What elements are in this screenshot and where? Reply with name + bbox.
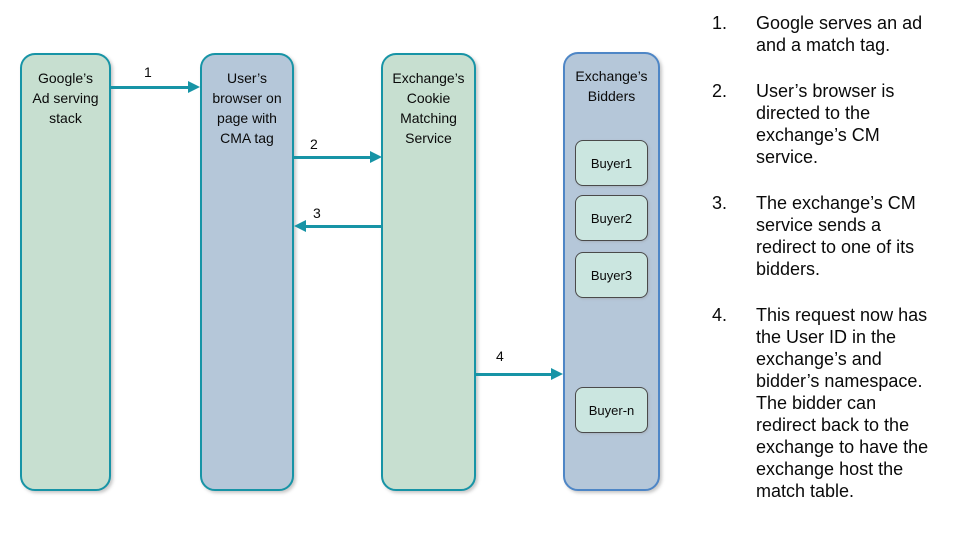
step-item-2: 2. User’s browser is directed to the exc… xyxy=(712,80,958,168)
buyer-n-label: Buyer-n xyxy=(588,402,635,418)
buyer2-label: Buyer2 xyxy=(590,210,633,226)
step-item-3: 3. The exchange’s CM service sends a red… xyxy=(712,192,958,280)
arrow-4-label: 4 xyxy=(496,348,504,364)
node-google-ad-serving-stack: Google’s Ad serving stack xyxy=(20,53,111,491)
node-exchange-bidders: Exchange’s Bidders Buyer1 Buyer2 Buyer3 … xyxy=(563,52,660,491)
arrow-1-line xyxy=(111,86,190,89)
buyer3-label: Buyer3 xyxy=(590,267,633,283)
buyer1-label: Buyer1 xyxy=(590,155,633,171)
arrow-3-head-icon xyxy=(294,220,306,232)
buyer1-box: Buyer1 xyxy=(575,140,648,186)
arrow-4 xyxy=(475,368,563,380)
step-4-number: 4. xyxy=(712,305,728,325)
arrow-2-head-icon xyxy=(370,151,382,163)
arrow-3-line xyxy=(304,225,382,228)
arrow-4-line xyxy=(475,373,553,376)
node-user-browser: User’s browser on page with CMA tag xyxy=(200,53,294,491)
arrow-1 xyxy=(111,81,200,93)
buyer3-box: Buyer3 xyxy=(575,252,648,298)
step-2-text: User’s browser is directed to the exchan… xyxy=(756,81,895,167)
step-4-text: This request now has the User ID in the … xyxy=(756,305,929,501)
arrow-1-label: 1 xyxy=(144,64,152,80)
step-3-text: The exchange’s CM service sends a redire… xyxy=(756,193,916,279)
node-google-label: Google’s Ad serving stack xyxy=(32,70,99,126)
buyer2-box: Buyer2 xyxy=(575,195,648,241)
step-item-1: 1. Google serves an ad and a match tag. xyxy=(712,12,958,56)
step-2-number: 2. xyxy=(712,81,728,101)
arrow-2-line xyxy=(294,156,372,159)
arrow-4-head-icon xyxy=(551,368,563,380)
step-1-text: Google serves an ad and a match tag. xyxy=(756,13,923,55)
buyer-n-box: Buyer-n xyxy=(575,387,648,433)
node-exchange-cm-label: Exchange’s Cookie Matching Service xyxy=(392,70,465,146)
node-exchange-bidders-label: Exchange’s Bidders xyxy=(575,68,648,104)
step-item-4: 4. This request now has the User ID in t… xyxy=(712,304,958,502)
node-user-browser-label: User’s browser on page with CMA tag xyxy=(212,70,282,146)
step-1-number: 1. xyxy=(712,13,728,33)
arrow-2 xyxy=(294,151,382,163)
step-3-number: 3. xyxy=(712,193,728,213)
arrow-2-label: 2 xyxy=(310,136,318,152)
arrow-1-head-icon xyxy=(188,81,200,93)
arrow-3-label: 3 xyxy=(313,205,321,221)
node-exchange-cm-service: Exchange’s Cookie Matching Service xyxy=(381,53,476,491)
arrow-3 xyxy=(294,220,382,232)
steps-list: 1. Google serves an ad and a match tag. … xyxy=(712,12,958,526)
